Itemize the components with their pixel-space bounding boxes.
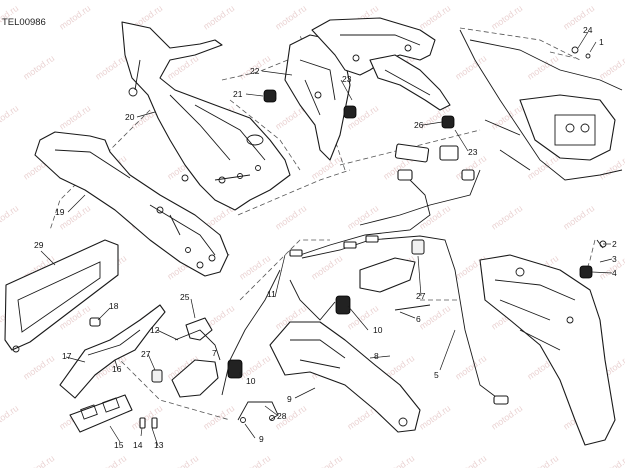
watermark-text: motod.ru xyxy=(21,53,56,82)
callout-5: 5 xyxy=(434,370,439,380)
watermark-text: motod.ru xyxy=(525,453,560,468)
watermark-text: motod.ru xyxy=(237,453,272,468)
watermark-text: motod.ru xyxy=(417,303,452,332)
callout-27-right: 27 xyxy=(416,291,426,301)
callout-22: 22 xyxy=(250,66,260,76)
watermark-text: motod.ru xyxy=(597,153,625,182)
callout-8: 8 xyxy=(374,351,379,361)
small-screws xyxy=(139,239,425,429)
part-29-license-plate-holder xyxy=(4,239,119,353)
rubber-grommets xyxy=(263,89,593,279)
watermark-text: motod.ru xyxy=(489,3,524,32)
callout-1: 1 xyxy=(599,37,604,47)
callout-20: 20 xyxy=(125,112,135,122)
callout-19: 19 xyxy=(55,207,65,217)
watermark-text: motod.ru xyxy=(525,153,560,182)
watermark-text: motod.ru xyxy=(417,3,452,32)
callout-23-upper: 23 xyxy=(342,74,352,84)
part-23-upper-bracket xyxy=(311,17,451,111)
part-28-lower-bracket xyxy=(237,401,279,423)
watermark-text: motod.ru xyxy=(0,203,20,232)
part-19-side-cover xyxy=(34,131,229,277)
part-10-turn-signal-right xyxy=(335,257,416,315)
callout-16: 16 xyxy=(112,364,122,374)
watermark-text: motod.ru xyxy=(165,453,200,468)
watermark-text: motod.ru xyxy=(57,103,92,132)
watermark-text: motod.ru xyxy=(0,403,20,432)
part-8-rear-hugger xyxy=(269,321,421,433)
watermark-text: motod.ru xyxy=(597,53,625,82)
wiring-harness xyxy=(174,169,509,405)
callout-3: 3 xyxy=(612,254,617,264)
callout-18: 18 xyxy=(109,301,119,311)
callout-27-left: 27 xyxy=(141,349,151,359)
watermark-text: motod.ru xyxy=(309,253,344,282)
watermark-text: motod.ru xyxy=(57,3,92,32)
callout-7: 7 xyxy=(212,348,217,358)
watermark-text: motod.ru xyxy=(489,103,524,132)
callout-10-right: 10 xyxy=(373,325,383,335)
watermark-text: motod.ru xyxy=(345,203,380,232)
callout-17: 17 xyxy=(62,351,72,361)
watermark-text: motod.ru xyxy=(93,53,128,82)
callout-26: 26 xyxy=(414,120,424,130)
watermark-text: motod.ru xyxy=(309,453,344,468)
diagram-code: TEL00986 xyxy=(2,17,46,28)
callout-10-left: 10 xyxy=(246,376,256,386)
watermark-text: motod.ru xyxy=(129,403,164,432)
part-17-plate-bracket xyxy=(59,304,166,399)
watermark-text: motod.ru xyxy=(201,3,236,32)
watermark-text: motod.ru xyxy=(489,403,524,432)
callout-15: 15 xyxy=(114,440,124,450)
watermark-text: motod.ru xyxy=(21,453,56,468)
watermark-text: motod.ru xyxy=(0,103,20,132)
callout-12: 12 xyxy=(150,325,160,335)
callout-23-lower: 23 xyxy=(468,147,478,157)
part-26-connectors xyxy=(394,143,475,181)
part-15-reflector xyxy=(69,394,133,433)
callout-9-upper: 9 xyxy=(287,394,292,404)
watermark-text: motod.ru xyxy=(453,353,488,382)
watermark-text: motod.ru xyxy=(21,353,56,382)
part-25-turn-signal-left xyxy=(171,317,243,398)
callout-6: 6 xyxy=(416,314,421,324)
callout-11: 11 xyxy=(267,289,276,299)
callout-29: 29 xyxy=(34,240,44,250)
watermark-text: motod.ru xyxy=(489,203,524,232)
watermark-text: motod.ru xyxy=(273,3,308,32)
callout-24: 24 xyxy=(583,25,593,35)
callout-13: 13 xyxy=(154,440,164,450)
callout-9-lower: 9 xyxy=(259,434,264,444)
part-20-upper-bracket xyxy=(121,21,291,211)
callout-28: 28 xyxy=(277,411,287,421)
callout-14: 14 xyxy=(133,440,143,450)
watermark-text: motod.ru xyxy=(273,203,308,232)
callout-2: 2 xyxy=(612,239,617,249)
watermark-text: motod.ru xyxy=(237,253,272,282)
watermark-text: motod.ru xyxy=(597,453,625,468)
watermark-text: motod.ru xyxy=(201,403,236,432)
callout-leader-lines xyxy=(40,31,613,447)
watermark-text: motod.ru xyxy=(417,403,452,432)
callout-4: 4 xyxy=(612,268,617,278)
watermark-text: motod.ru xyxy=(453,453,488,468)
callout-numbers: 1 2 3 4 5 6 7 8 9 9 10 10 11 12 13 14 15… xyxy=(34,25,617,450)
rear-frame-bottom-right xyxy=(479,239,616,446)
callout-21: 21 xyxy=(233,89,243,99)
rear-frame-top-right xyxy=(459,29,623,181)
watermark-text: motod.ru xyxy=(453,53,488,82)
watermark-text: motod.ru xyxy=(561,203,596,232)
watermark-text: motod.ru xyxy=(93,453,128,468)
callout-25: 25 xyxy=(180,292,190,302)
watermark-text: motod.ru xyxy=(381,453,416,468)
